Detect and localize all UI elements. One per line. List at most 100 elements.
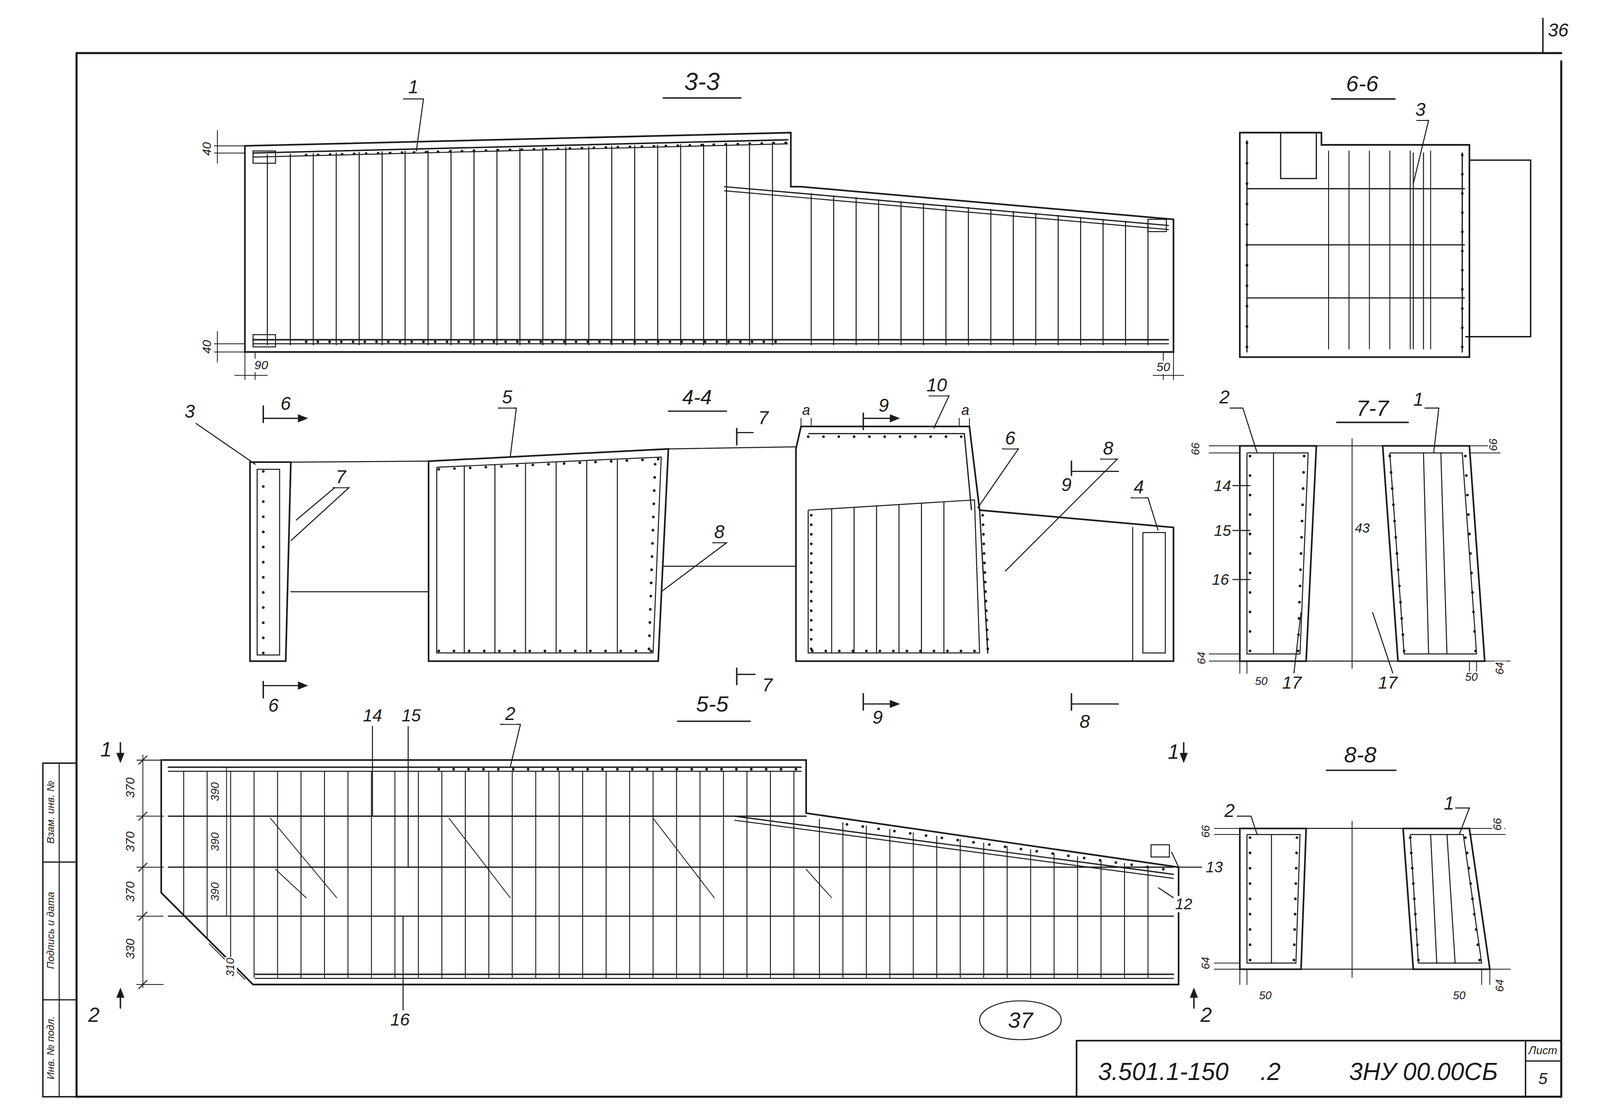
callout-number: 10 xyxy=(925,376,949,396)
rebar-dot xyxy=(261,500,265,504)
rebar-dot xyxy=(650,568,654,572)
rebar-dot xyxy=(668,340,672,344)
rebar-dot xyxy=(1467,513,1470,517)
rebar-dot xyxy=(809,600,813,603)
callout-number: 15 xyxy=(1213,522,1233,539)
rebar-dot xyxy=(1245,162,1249,165)
dimension-line xyxy=(1209,661,1240,662)
callout-number: 16 xyxy=(389,1011,411,1030)
frame-line xyxy=(42,999,77,1001)
dimension-tick xyxy=(138,980,148,989)
rebar-dot xyxy=(691,340,695,344)
rebar-line xyxy=(1246,452,1309,654)
dimension-line xyxy=(1214,834,1240,836)
dimension-line xyxy=(1239,969,1241,985)
concrete-edge xyxy=(1132,527,1134,662)
rebar-dot xyxy=(983,561,987,565)
rebar-dot xyxy=(1130,863,1134,867)
rebar-dot xyxy=(1248,552,1252,555)
rebar-dot xyxy=(328,153,332,157)
rebar-line xyxy=(511,771,513,978)
rebar-line xyxy=(588,146,590,345)
rebar-dot xyxy=(375,340,379,344)
rebar-dot xyxy=(690,768,694,771)
rebar-dot xyxy=(1248,882,1252,885)
rebar-dot xyxy=(1248,649,1252,653)
rebar-line xyxy=(722,771,724,978)
rebar-line xyxy=(818,819,820,978)
rebar-dot xyxy=(328,340,331,344)
document-code: .2 xyxy=(1259,1058,1282,1085)
rebar-line xyxy=(724,186,1169,226)
rebar-dot xyxy=(1399,601,1402,604)
rebar-line xyxy=(371,771,373,978)
rebar-line xyxy=(473,149,475,345)
rebar-line xyxy=(616,459,618,654)
rebar-dot xyxy=(851,649,855,653)
rebar-dot xyxy=(645,768,649,771)
rebar-line xyxy=(769,771,771,978)
rebar-line xyxy=(494,464,496,654)
dimension-line xyxy=(234,375,268,377)
rebar-dot xyxy=(261,621,265,625)
leader-line xyxy=(195,423,255,464)
rebar-line xyxy=(1147,866,1149,978)
rebar-dot xyxy=(457,340,461,344)
leader-line xyxy=(407,726,409,868)
rebar-line xyxy=(535,771,537,978)
rebar-dot xyxy=(924,834,928,838)
rebar-dot xyxy=(712,143,716,147)
rebar-dot xyxy=(594,460,597,464)
rebar-dot xyxy=(959,649,963,653)
rebar-dot xyxy=(972,841,975,844)
rebar-dot xyxy=(809,571,813,575)
dimension-line xyxy=(1246,969,1248,985)
stamp-field: Инв. № подл. xyxy=(45,1015,57,1081)
rebar-dot xyxy=(376,151,380,155)
rebar-dot xyxy=(750,768,753,771)
rebar-line xyxy=(943,502,945,654)
rebar-dot xyxy=(1461,192,1464,195)
rebar-dot xyxy=(1417,958,1420,962)
rebar-dot xyxy=(453,467,457,470)
rebar-line xyxy=(1423,153,1425,349)
rebar-dot xyxy=(784,141,788,145)
cut-mark xyxy=(1070,461,1072,478)
rebar-dot xyxy=(592,146,596,150)
rebar-dot xyxy=(352,152,356,156)
rebar-end xyxy=(1150,844,1170,858)
stamp-field: Подпись и дата xyxy=(45,890,57,971)
dimension-line xyxy=(1209,445,1240,447)
rebar-dot xyxy=(736,142,740,146)
rebar-line xyxy=(168,815,807,818)
rebar-line xyxy=(275,869,307,898)
dimension-label: 50 xyxy=(1253,675,1269,688)
dimension-line xyxy=(1153,375,1184,377)
rebar-line xyxy=(889,829,891,978)
leader-line xyxy=(977,449,1019,509)
cut-mark xyxy=(736,432,753,434)
rebar-dot xyxy=(959,435,963,439)
rebar-dot xyxy=(589,649,592,653)
rebar-dot xyxy=(809,619,813,622)
rebar-line xyxy=(699,771,701,978)
rebar-line xyxy=(1409,150,1411,349)
rebar-line xyxy=(1446,834,1456,964)
rebar-dot xyxy=(1388,454,1392,458)
dimension-line xyxy=(958,418,960,427)
rebar-line xyxy=(255,978,1174,980)
dimension-line xyxy=(216,130,218,164)
rebar-line xyxy=(441,771,443,978)
rebar-dot xyxy=(1248,958,1252,962)
dimension-label: 370 xyxy=(124,880,138,904)
cut-mark xyxy=(262,406,265,423)
rebar-dot xyxy=(400,151,404,155)
cut-label: 8 xyxy=(1101,439,1115,459)
rebar-dot xyxy=(956,838,960,842)
rebar-dot xyxy=(1248,591,1252,595)
rebar-line xyxy=(898,504,900,653)
rebar-line xyxy=(657,144,659,345)
rebar-dot xyxy=(1293,928,1297,932)
title-underline xyxy=(1326,769,1396,771)
rebar-dot xyxy=(1390,487,1394,491)
